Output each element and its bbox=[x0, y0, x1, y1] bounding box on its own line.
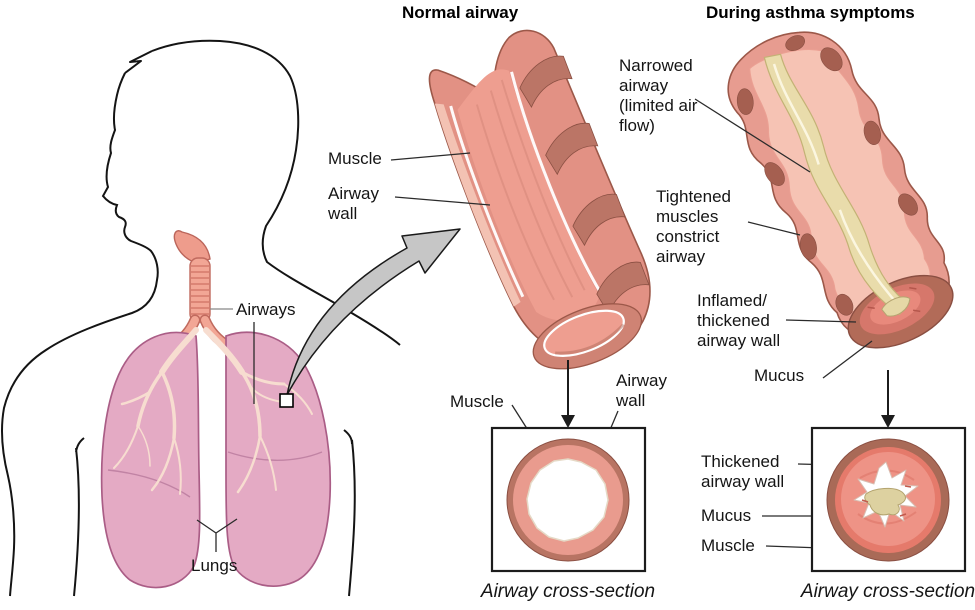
normal-cs-muscle-label: Muscle bbox=[450, 392, 504, 411]
normal-opening-shadow bbox=[555, 323, 625, 355]
left-lung bbox=[100, 331, 201, 589]
left-arm-line bbox=[73, 437, 85, 597]
trachea bbox=[166, 230, 234, 352]
muscle-pointer-normal bbox=[390, 152, 471, 161]
normal-cs-airway-wall-label: Airway wall bbox=[616, 371, 668, 410]
asthma-cs-mucus-label: Mucus bbox=[701, 506, 752, 525]
asthma-muscle-pockets bbox=[736, 35, 918, 316]
asthma-mucus-pool bbox=[881, 296, 911, 317]
mucus-pointer-asthma bbox=[822, 340, 873, 379]
asthma-cross-section bbox=[810, 426, 967, 573]
asthma-cs-mucus-pool bbox=[864, 487, 906, 516]
asthma-cs-red-dashes bbox=[861, 485, 912, 517]
lung-fissures bbox=[107, 451, 323, 498]
body-outline-back bbox=[151, 39, 401, 346]
normal-tube-lumen bbox=[457, 69, 600, 321]
narrowed-pointer bbox=[694, 98, 811, 173]
normal-cs-caption: Airway cross-section bbox=[480, 581, 656, 602]
trachea-rings bbox=[191, 265, 209, 315]
inflamed-pointer bbox=[785, 319, 857, 323]
normal-cross-section bbox=[490, 426, 647, 573]
normal-cs-lumen bbox=[526, 458, 609, 542]
zoom-source-marker bbox=[279, 393, 294, 408]
asthma-mucus-highlight bbox=[772, 63, 898, 304]
tightened-muscles-label: Tightened muscles constrict airway bbox=[656, 187, 731, 266]
asthma-cs-thickened-label: Thickened airway wall bbox=[701, 452, 785, 491]
hair-spikes bbox=[124, 50, 153, 74]
normal-lumen-streaks bbox=[475, 79, 586, 301]
asthma-cs-muscle-label: Muscle bbox=[701, 536, 755, 555]
lungs bbox=[100, 327, 332, 589]
bronchial-tree bbox=[113, 327, 313, 495]
normal-airway-title: Normal airway bbox=[402, 3, 519, 22]
asthma-title: During asthma symptoms bbox=[706, 3, 915, 22]
down-arrow-normal bbox=[561, 360, 575, 428]
lungs-pointer bbox=[196, 518, 238, 552]
airway-wall-pointer-normal bbox=[394, 196, 491, 206]
normal-cut-edge-left bbox=[449, 105, 525, 298]
normal-airway-illustration bbox=[428, 29, 651, 370]
asthma-cs-caption: Airway cross-section bbox=[800, 581, 975, 602]
inflamed-wall-label: Inflamed/ thickened airway wall bbox=[697, 291, 781, 350]
larynx bbox=[173, 230, 211, 264]
airways-label: Airways bbox=[236, 300, 296, 319]
normal-airway-wall-label: Airway wall bbox=[328, 184, 380, 223]
normal-cut-edge-right bbox=[510, 71, 602, 294]
asthma-ring-dashes bbox=[867, 287, 921, 313]
asthma-airway-illustration bbox=[727, 31, 954, 349]
down-arrow-asthma bbox=[881, 370, 895, 428]
magnifier-arrow bbox=[286, 228, 461, 396]
normal-muscle-bands bbox=[519, 55, 650, 315]
lungs-label: Lungs bbox=[191, 556, 238, 575]
human-figure bbox=[0, 39, 401, 597]
normal-muscle-label: Muscle bbox=[328, 149, 382, 168]
asthma-mucus-label: Mucus bbox=[754, 366, 805, 385]
right-arm-line bbox=[343, 429, 356, 597]
normal-tube-opening-lumen bbox=[543, 309, 625, 357]
narrowed-airway-label: Narrowed airway (limited air flow) bbox=[619, 56, 698, 135]
tightened-pointer bbox=[747, 221, 801, 236]
body-outline-front bbox=[0, 72, 159, 597]
